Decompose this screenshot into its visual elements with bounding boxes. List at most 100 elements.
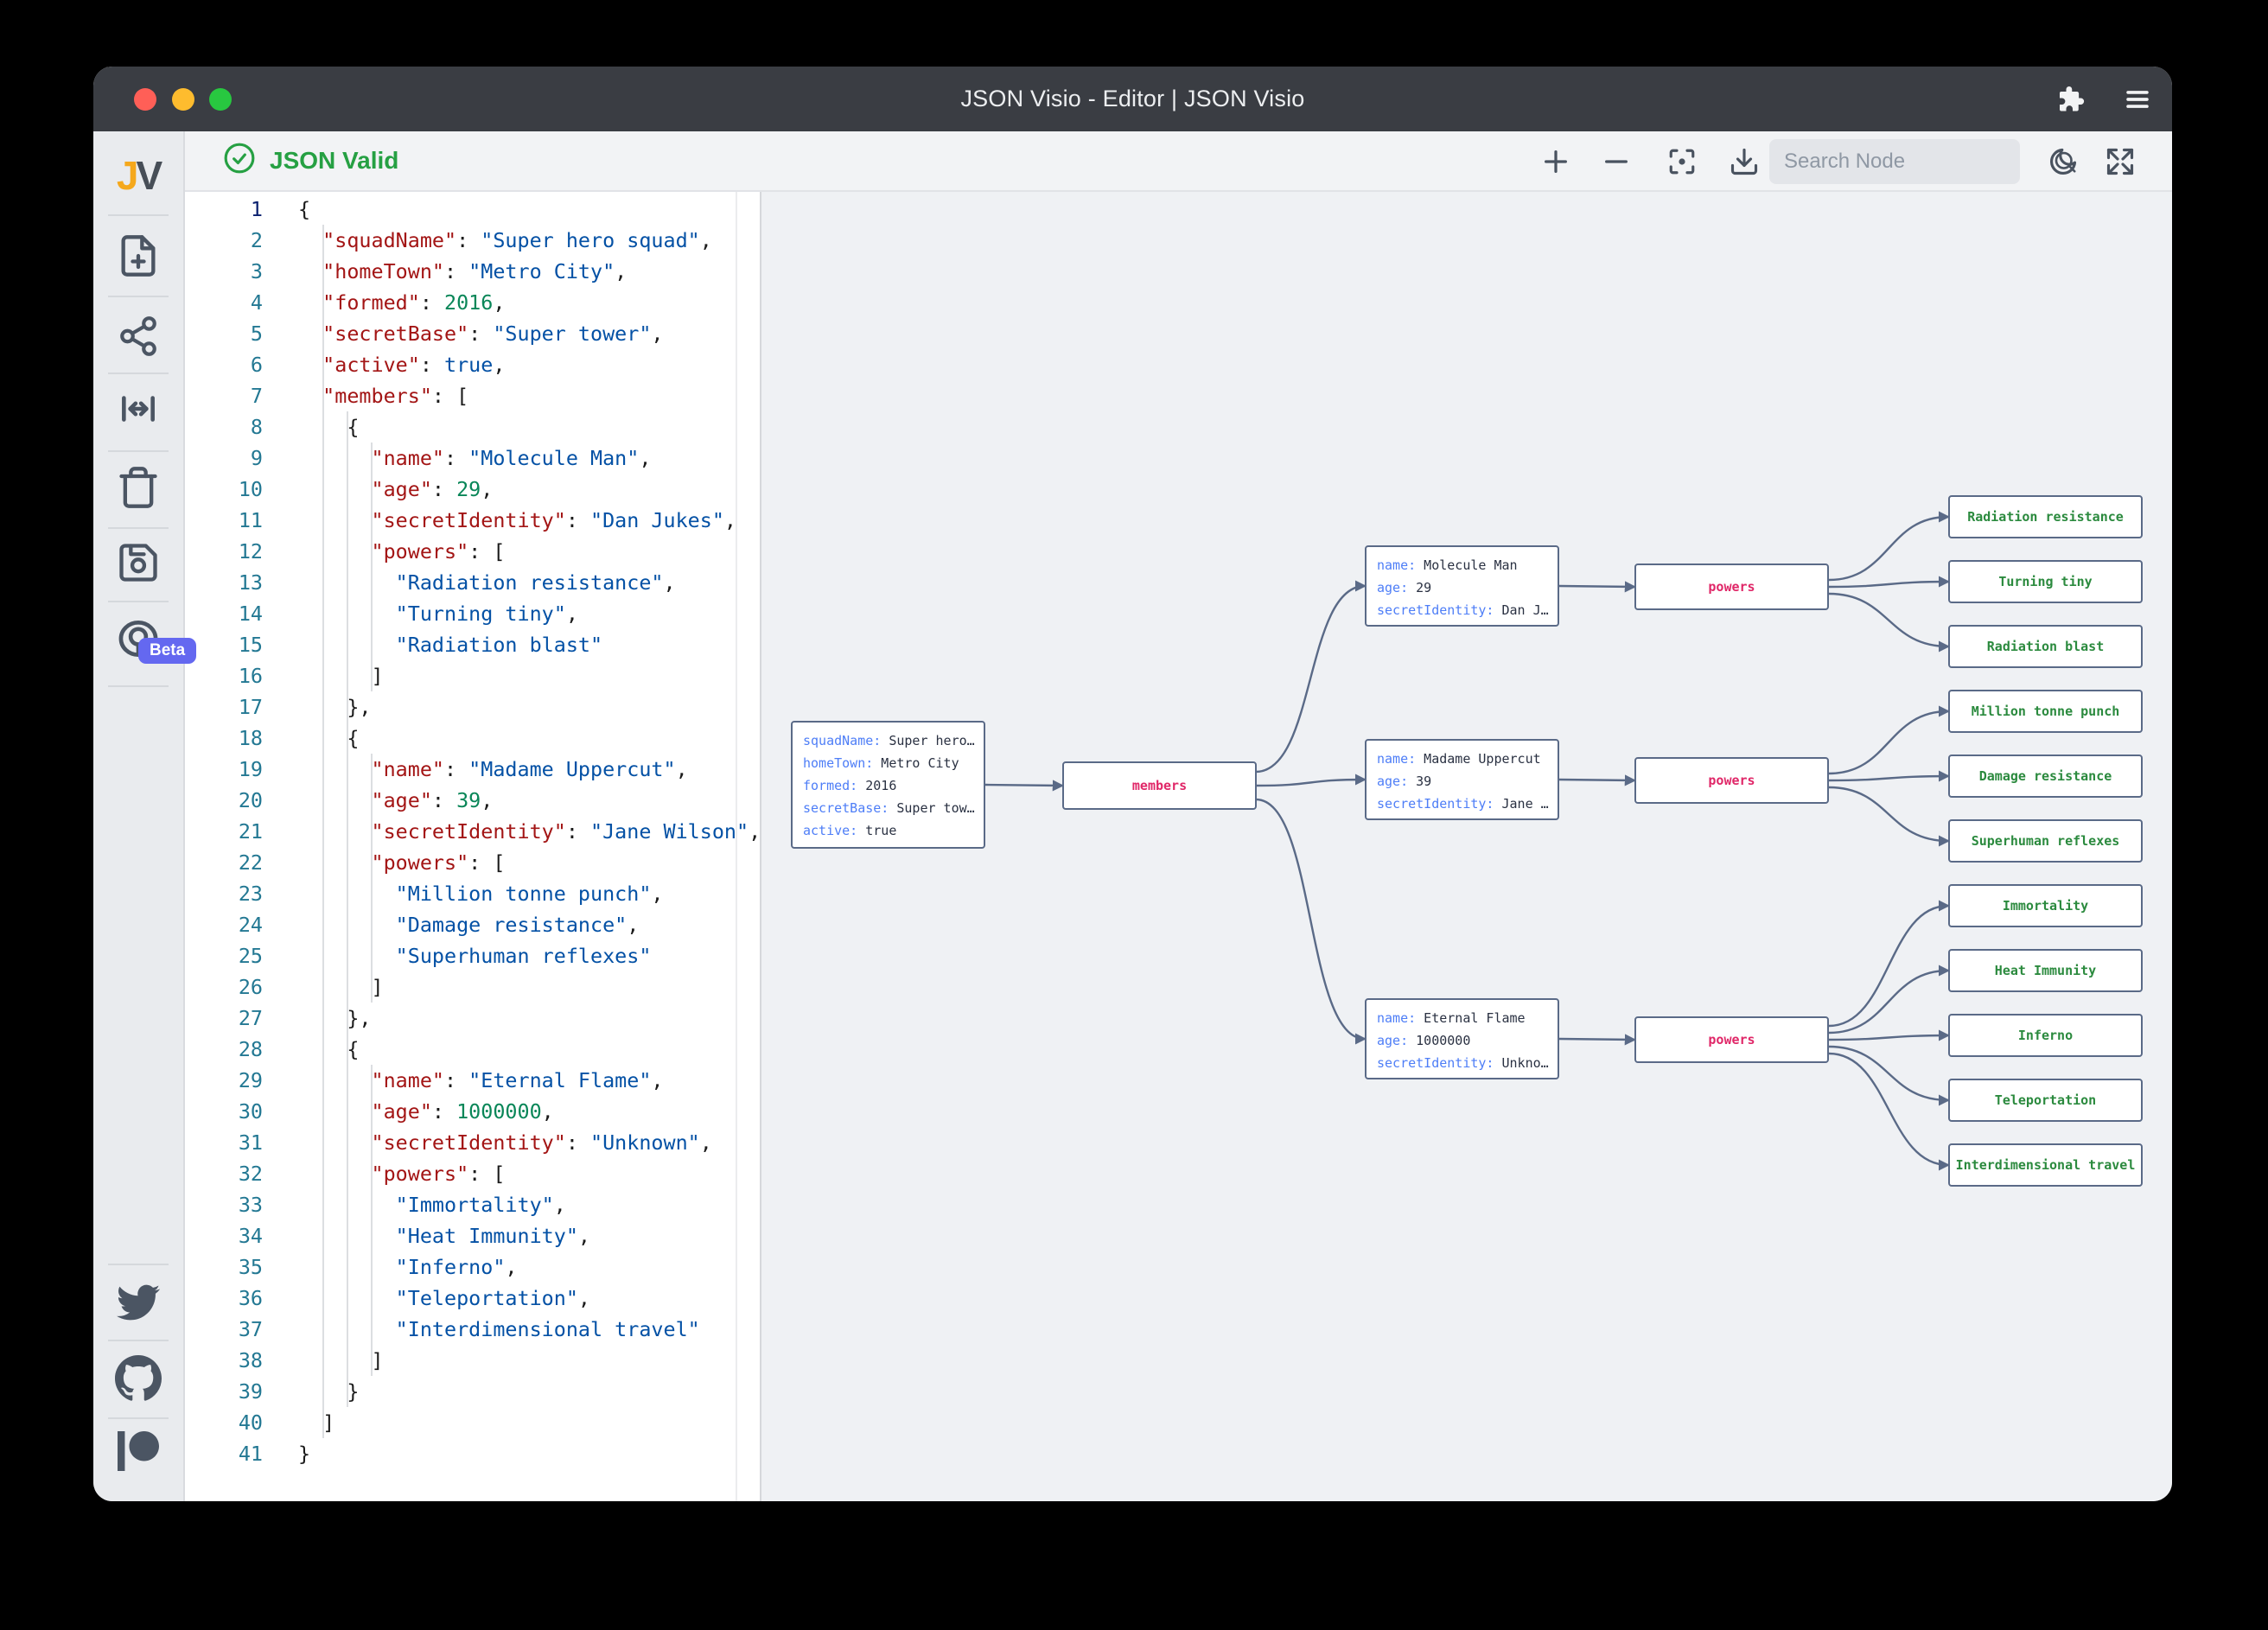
- editor-line[interactable]: 9 "name": "Molecule Man",: [250, 446, 652, 470]
- fullscreen-button[interactable]: [2100, 142, 2140, 181]
- search-node-input[interactable]: [1769, 150, 2052, 174]
- editor-line[interactable]: 8 {: [250, 415, 360, 439]
- editor-line[interactable]: 34 "Heat Immunity",: [238, 1224, 591, 1248]
- editor-line[interactable]: 10 "age": 29,: [238, 477, 494, 501]
- graph-node-members[interactable]: members: [1062, 761, 1257, 810]
- graph-node-leaf-interdimensional-travel[interactable]: Interdimensional travel: [1948, 1143, 2143, 1187]
- editor-line[interactable]: 40 ]: [238, 1410, 335, 1435]
- graph-node-leaf-damage-resistance[interactable]: Damage resistance: [1948, 755, 2143, 798]
- editor-line[interactable]: 28 {: [238, 1037, 360, 1061]
- editor-line[interactable]: 13 "Radiation resistance",: [238, 570, 676, 595]
- editor-line[interactable]: 2 "squadName": "Super hero squad",: [250, 228, 712, 252]
- editor-scrollbar-track[interactable]: [736, 192, 737, 1501]
- editor-line[interactable]: 17 },: [238, 695, 372, 719]
- maximize-window-button[interactable]: [209, 88, 232, 111]
- sidebar-item-new-document[interactable]: [93, 233, 183, 283]
- editor-line[interactable]: 36 "Teleportation",: [238, 1286, 591, 1310]
- editor-line[interactable]: 27 },: [238, 1006, 372, 1030]
- editor-line[interactable]: 30 "age": 1000000,: [238, 1099, 554, 1124]
- node-value: 39: [1408, 774, 1432, 789]
- editor-line[interactable]: 5 "secretBase": "Super tower",: [250, 322, 664, 346]
- node-row: name: Molecule Man: [1377, 554, 1558, 576]
- editor-line[interactable]: 18 {: [238, 726, 360, 750]
- graph-node-leaf-radiation-blast[interactable]: Radiation blast: [1948, 625, 2143, 668]
- editor-line[interactable]: 11 "secretIdentity": "Dan Jukes",: [238, 508, 736, 532]
- sidebar-item-patreon[interactable]: [93, 1430, 183, 1476]
- json-editor[interactable]: 1{ 2 "squadName": "Super hero squad", 3 "h…: [185, 192, 761, 1501]
- editor-line[interactable]: 25 "Superhuman reflexes": [238, 944, 652, 968]
- graph-node-leaf-superhuman-reflexes[interactable]: Superhuman reflexes: [1948, 819, 2143, 863]
- editor-line[interactable]: 26 ]: [238, 975, 384, 999]
- sidebar-item-clear[interactable]: [93, 465, 183, 514]
- dark-mode-toggle[interactable]: [2043, 142, 2083, 181]
- editor-line[interactable]: 6 "active": true,: [250, 353, 506, 377]
- editor-line[interactable]: 4 "formed": 2016,: [250, 290, 506, 315]
- node-row: age: 29: [1377, 576, 1558, 599]
- close-window-button[interactable]: [134, 88, 156, 111]
- editor-line[interactable]: 33 "Immortality",: [238, 1193, 566, 1217]
- editor-line[interactable]: 7 "members": [: [250, 384, 469, 408]
- browser-menu-icon[interactable]: [2121, 83, 2154, 116]
- node-label: Teleportation: [1994, 1092, 2097, 1108]
- zoom-out-button[interactable]: [1596, 142, 1636, 181]
- file-plus-icon: [116, 233, 161, 283]
- node-value: Jane …: [1494, 796, 1549, 812]
- graph-canvas[interactable]: squadName: Super hero…homeTown: Metro Ci…: [761, 192, 2172, 1501]
- twitter-icon: [117, 1281, 160, 1328]
- editor-line[interactable]: 1{: [250, 197, 311, 221]
- extensions-icon[interactable]: [2054, 83, 2086, 116]
- node-key: age:: [1377, 774, 1409, 789]
- editor-line[interactable]: 12 "powers": [: [238, 539, 506, 563]
- sidebar-item-fit-width[interactable]: [93, 387, 183, 435]
- editor-line[interactable]: 41}: [238, 1442, 311, 1466]
- graph-node-root[interactable]: squadName: Super hero…homeTown: Metro Ci…: [791, 721, 985, 849]
- download-image-button[interactable]: [1724, 142, 1764, 181]
- editor-line[interactable]: 14 "Turning tiny",: [238, 602, 578, 626]
- editor-line[interactable]: 24 "Damage resistance",: [238, 913, 640, 937]
- editor-line[interactable]: 22 "powers": [: [238, 850, 506, 875]
- node-value: 1000000: [1408, 1033, 1471, 1048]
- node-row: name: Eternal Flame: [1377, 1007, 1558, 1029]
- editor-line[interactable]: 29 "name": "Eternal Flame",: [238, 1068, 664, 1092]
- editor-line[interactable]: 39 }: [238, 1379, 360, 1404]
- editor-line[interactable]: 21 "secretIdentity": "Jane Wilson",: [238, 819, 761, 844]
- node-value: Super hero…: [881, 733, 975, 748]
- graph-node-leaf-radiation-resistance[interactable]: Radiation resistance: [1948, 495, 2143, 538]
- sidebar-item-twitter[interactable]: [93, 1281, 183, 1328]
- graph-node-leaf-million-tonne-punch[interactable]: Million tonne punch: [1948, 690, 2143, 733]
- graph-node-leaf-teleportation[interactable]: Teleportation: [1948, 1079, 2143, 1122]
- editor-line[interactable]: 35 "Inferno",: [238, 1255, 518, 1279]
- editor-line[interactable]: 16 ]: [238, 664, 384, 688]
- editor-line[interactable]: 38 ]: [238, 1348, 384, 1372]
- graph-node-member-2[interactable]: name: Madame Uppercut age: 39 secretIdenti…: [1365, 739, 1559, 820]
- editor-line[interactable]: 37 "Interdimensional travel": [238, 1317, 700, 1341]
- node-key: age:: [1377, 1033, 1409, 1048]
- graph-node-leaf-heat-immunity[interactable]: Heat Immunity: [1948, 949, 2143, 992]
- graph-node-leaf-turning-tiny[interactable]: Turning tiny: [1948, 560, 2143, 603]
- graph-node-leaf-inferno[interactable]: Inferno: [1948, 1014, 2143, 1057]
- sidebar-item-graph[interactable]: [93, 315, 183, 362]
- editor-line[interactable]: 20 "age": 39,: [238, 788, 494, 812]
- graph-node-powers-2[interactable]: powers: [1634, 757, 1829, 804]
- sidebar-item-save[interactable]: [93, 540, 183, 589]
- editor-line[interactable]: 19 "name": "Madame Uppercut",: [238, 757, 688, 781]
- node-row: name: Madame Uppercut: [1377, 748, 1558, 770]
- sidebar-item-github[interactable]: [93, 1355, 183, 1406]
- node-key: name:: [1377, 751, 1417, 767]
- graph-node-powers-3[interactable]: powers: [1634, 1016, 1829, 1063]
- editor-line[interactable]: 23 "Million tonne punch",: [238, 882, 664, 906]
- zoom-in-button[interactable]: [1536, 142, 1576, 181]
- editor-line[interactable]: 32 "powers": [: [238, 1162, 506, 1186]
- node-key: secretIdentity:: [1377, 796, 1494, 812]
- editor-line[interactable]: 15 "Radiation blast": [238, 633, 603, 657]
- graph-node-powers-1[interactable]: powers: [1634, 563, 1829, 610]
- minimize-window-button[interactable]: [172, 88, 194, 111]
- editor-line[interactable]: 31 "secretIdentity": "Unknown",: [238, 1130, 712, 1155]
- graph-node-leaf-immortality[interactable]: Immortality: [1948, 884, 2143, 927]
- center-view-button[interactable]: [1662, 142, 1702, 181]
- editor-line[interactable]: 3 "homeTown": "Metro City",: [250, 259, 628, 283]
- node-value: Super tow…: [889, 800, 975, 816]
